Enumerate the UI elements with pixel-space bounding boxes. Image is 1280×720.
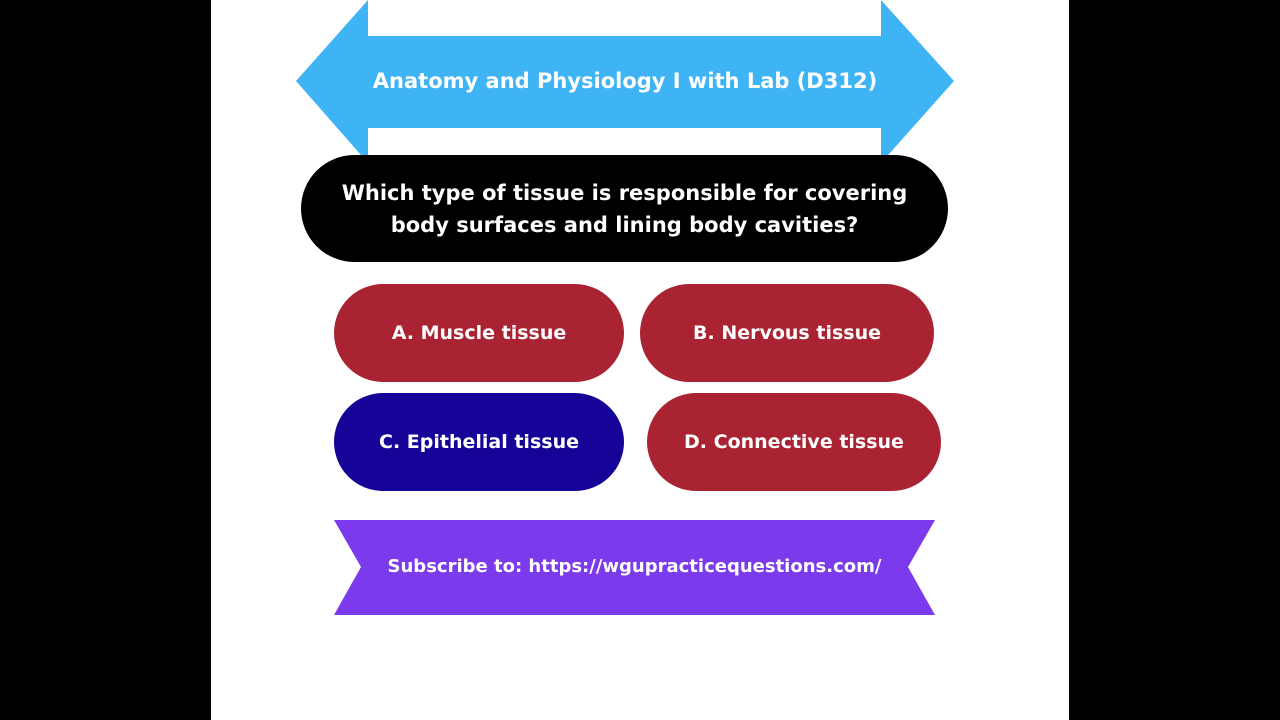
double-arrow-shape bbox=[296, 0, 954, 163]
title-banner: Anatomy and Physiology I with Lab (D312) bbox=[296, 0, 954, 163]
subscribe-ribbon: Subscribe to: https://wgupracticequestio… bbox=[334, 520, 935, 615]
answer-option-d[interactable]: D. Connective tissue bbox=[647, 393, 941, 491]
answer-option-b[interactable]: B. Nervous tissue bbox=[640, 284, 934, 382]
course-title: Anatomy and Physiology I with Lab (D312) bbox=[372, 69, 878, 93]
question-card: Which type of tissue is responsible for … bbox=[301, 155, 948, 262]
subscribe-link[interactable]: Subscribe to: https://wgupracticequestio… bbox=[387, 556, 882, 577]
answer-option-a[interactable]: A. Muscle tissue bbox=[334, 284, 624, 382]
ribbon-shape bbox=[334, 520, 935, 615]
answer-option-c[interactable]: C. Epithelial tissue bbox=[334, 393, 624, 491]
question-text: Which type of tissue is responsible for … bbox=[341, 180, 908, 237]
